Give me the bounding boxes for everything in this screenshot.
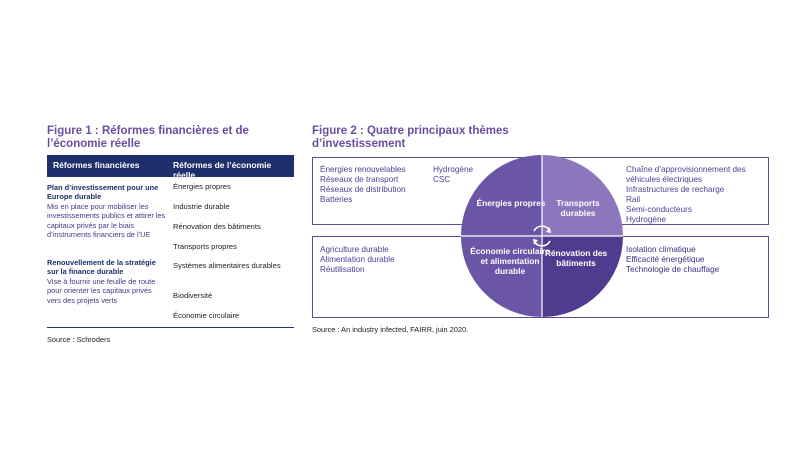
list-item: Chaîne d’approvisionnement des	[626, 165, 746, 174]
real-economy-item: Industrie durable	[173, 202, 230, 211]
cycle-arrows-icon	[533, 225, 551, 247]
col-header-financial: Réformes financières	[53, 160, 140, 170]
theme-clean-energy: Énergies propres	[476, 198, 546, 208]
themes-circle	[461, 155, 623, 317]
quadrant-top-right	[542, 155, 623, 236]
list-item: Agriculture durable	[320, 245, 389, 254]
table-bottom-rule	[47, 327, 294, 328]
financial-reform-1-text: Mis en place pour mobiliser les investis…	[47, 201, 166, 240]
list-item: Isolation climatique	[626, 245, 696, 254]
quadrant-top-left	[461, 155, 542, 236]
theme-sustainable-transport: Transports durables	[556, 198, 600, 218]
real-economy-item: Biodiversité	[173, 291, 213, 300]
theme-circular-economy: Économie circulaire et alimentation dura…	[470, 246, 550, 276]
top-left-list-2: Hydrogène CSC	[433, 165, 473, 185]
table-header: Réformes financières Réformes de l’écono…	[47, 155, 294, 180]
list-item: Réseaux de transport	[320, 175, 399, 184]
financial-reform-2-title: Renouvellement de la stratégie sur la fi…	[47, 258, 156, 277]
quadrant-bottom-right	[542, 236, 623, 317]
list-item: Infrastructures de recharge	[626, 185, 725, 194]
list-item: Énergies renouvelables	[320, 165, 406, 174]
list-item: Réseaux de distribution	[320, 185, 406, 194]
quadrant-bottom-left	[461, 236, 542, 317]
real-economy-item: Rénovation des bâtiments	[173, 222, 261, 231]
theme-building-renovation: Rénovation des bâtiments	[544, 248, 608, 268]
top-right-list: Chaîne d’approvisionnement des véhicules…	[626, 165, 746, 225]
top-left-list-1: Énergies renouvelables Réseaux de transp…	[320, 165, 406, 205]
list-item: Rail	[626, 195, 641, 204]
bottom-right-list: Isolation climatique Efficacité énergéti…	[626, 245, 719, 275]
figure1-source: Source : Schroders	[47, 335, 111, 344]
figure2-title: Figure 2 : Quatre principaux thèmes d’in…	[312, 125, 509, 150]
list-item: Réutilisation	[320, 265, 365, 274]
real-economy-item: Systèmes alimentaires durables	[173, 261, 281, 270]
list-item: Batteries	[320, 195, 353, 204]
list-item: Hydrogène	[626, 215, 667, 224]
figure1-title: Figure 1 : Réformes financières et de l’…	[47, 125, 249, 150]
real-economy-item: Transports propres	[173, 242, 237, 251]
list-item: CSC	[433, 175, 451, 184]
list-item: Semi-conducteurs	[626, 205, 692, 214]
financial-reform-2: Renouvellement de la stratégie sur la fi…	[47, 258, 167, 305]
real-economy-item: Énergies propres	[173, 182, 231, 191]
list-item: Technologie de chauffage	[626, 265, 720, 274]
real-economy-item: Économie circulaire	[173, 311, 240, 320]
list-item: Efficacité énergétique	[626, 255, 705, 264]
col-header-real-economy: Réformes de l’économie réelle	[173, 160, 272, 180]
list-item: Alimentation durable	[320, 255, 395, 264]
financial-reform-2-text: Vise à fournir une feuille de route pour…	[47, 276, 156, 305]
financial-reform-1: Plan d’investissement pour une Europe du…	[47, 183, 167, 239]
list-item: Hydrogène	[433, 165, 474, 174]
figure2-source: Source : An industry infected, FAIRR, ju…	[312, 325, 469, 334]
list-item: véhicules électriques	[626, 175, 703, 184]
bottom-left-list: Agriculture durable Alimentation durable…	[320, 245, 395, 275]
financial-reform-1-title: Plan d’investissement pour une Europe du…	[47, 183, 159, 202]
